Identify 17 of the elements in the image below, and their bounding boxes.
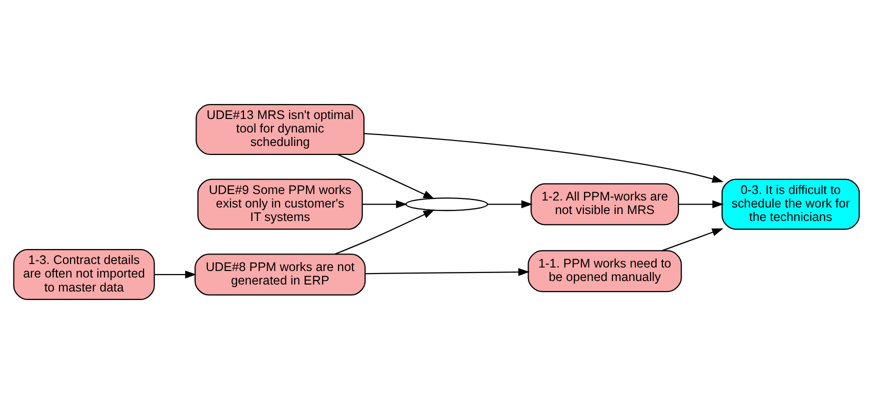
arrow <box>154 270 196 278</box>
node-box: 1-2. All PPM-works are not visible in MRS <box>530 182 679 225</box>
arrow <box>336 153 434 199</box>
node-box: UDE#8 PPM works are not generated in ERP <box>194 253 366 295</box>
node-box: UDE#13 MRS isn't optimal tool for dynamic scheduling <box>195 103 364 154</box>
arrow <box>362 200 407 208</box>
node-box: 1-1. PPM works need to be opened manually <box>527 250 682 292</box>
arrow <box>678 200 724 208</box>
arrow <box>487 200 532 208</box>
arrow <box>661 228 723 251</box>
node-box: 1-3. Contract details are often not imported to master data <box>12 248 154 300</box>
arrow <box>364 132 724 182</box>
node-box: 0-3. It is difficult to schedule the work for the technicians <box>721 178 860 230</box>
node-ellipse <box>404 196 488 211</box>
arrow <box>334 209 434 254</box>
node-box: UDE#9 Some PPM works exist only in customer's IT systems <box>196 178 362 230</box>
arrow <box>364 268 530 276</box>
